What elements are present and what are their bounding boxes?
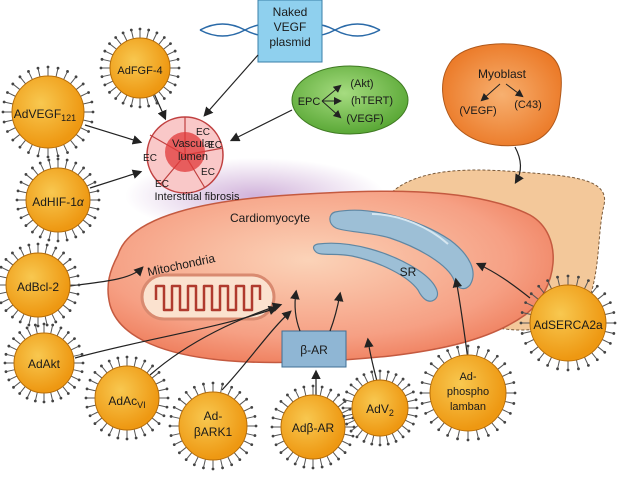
adhif-label-sub: α [77,195,85,209]
myoblast-vegf-label: (VEGF) [459,105,496,117]
arrow-advegf-vessel [84,124,143,145]
beta-ar-arrow [329,291,344,332]
adv2-label: AdV2 [366,402,394,418]
arrow-adbark-cell [221,310,292,391]
virus-adbcl2 [0,242,81,328]
virus-adac [84,355,170,441]
virus-adakt [3,322,85,404]
epc-label: EPC [298,96,321,108]
myoblast-arrow [480,83,501,102]
epc-vegf-label: (VEGF) [346,113,383,125]
adv2-label-sub: 2 [389,408,394,418]
adv2-label-main: AdV [366,402,389,416]
ec-label: EC [208,140,222,151]
blood-vessel [146,116,224,194]
sarcoplasmic-reticulum-tubule [312,242,439,302]
adpln-label-3: lamban [450,401,486,413]
ec-label: EC [201,167,215,178]
myoblast-arrow [505,83,524,98]
ec-label: EC [143,153,157,164]
arrow-plasmid-vessel [203,54,259,117]
epc-cell [291,65,409,135]
interstitial-fibrosis-label: Interstitial fibrosis [155,191,240,203]
arrow-adpln-sr [452,277,469,361]
virus-adhif [15,157,101,243]
adserca-label: AdSERCA2a [533,318,603,332]
virus-adbark [168,381,258,471]
myoblast-cell [442,43,562,147]
epc-arrow [321,84,342,102]
adac-label-main: AdAc [108,394,137,408]
advegf-label-main: AdVEGF [14,107,61,121]
virus-advegf [1,65,95,159]
ec-label: EC [155,179,169,190]
epc-htert-label: (hTERT) [351,95,393,107]
adakt-label: AdAkt [28,357,61,371]
ec-label: EC [196,127,210,138]
vascular-lumen-label: Vascular [172,138,214,150]
arrow-adhif-vessel [89,169,143,189]
arrow-adserca-sr [475,262,531,299]
advegf-label-sub: 121 [61,113,76,123]
mitochondrion-cristae [154,284,262,312]
adfgf4-label: AdFGF-4 [117,65,162,77]
myoblast-c43-label: (C43) [514,99,542,111]
sr-label: SR [400,265,417,279]
beta-ar-arrow [290,289,301,332]
mitochondrion [140,273,276,321]
plasmid-label-2: VEGF [274,20,307,34]
arrow-epc-vessel [229,109,293,142]
epc-akt-label: (Akt) [350,78,373,90]
beta-ar-receptor-box [281,330,347,368]
virus-adserca [519,274,617,372]
arrow-adakt-cell [74,305,279,359]
vascular-lumen-label-2: lumen [178,151,208,163]
epc-arrow [321,100,342,119]
plasmid-label-3: plasmid [269,35,310,49]
virus-adfgf4 [99,27,181,109]
adac-label-sub: VI [137,400,146,410]
plasmid-box [257,0,323,63]
virus-adbetaar [270,384,356,470]
virus-adpln [419,344,517,442]
adpln-label-2: phospho [447,386,489,398]
adpln-label-1: Ad- [459,371,476,383]
virus-adv2 [341,369,419,447]
adbark-label-1: Ad- [204,409,223,423]
adac-label: AdAcVI [108,394,145,410]
sarcoplasmic-reticulum-inner [371,213,449,245]
plasmid-label-1: Naked [273,5,308,19]
adbcl2-label: AdBcl-2 [17,280,59,294]
cardiomyocyte-label: Cardiomyocyte [230,211,310,225]
myoblast-label: Myoblast [478,67,527,81]
myoblast-to-tissue-arrow [514,146,524,185]
adhif-label: AdHIF-1α [32,195,85,209]
arrow-adac-cell [149,302,283,376]
adbetaar-label: Adβ-AR [292,421,335,435]
beta-ar-label: β-AR [300,343,328,357]
adbark-label-2: βARK1 [194,425,233,439]
advegf-label: AdVEGF121 [14,107,76,123]
adhif-label-main: AdHIF-1 [32,195,77,209]
